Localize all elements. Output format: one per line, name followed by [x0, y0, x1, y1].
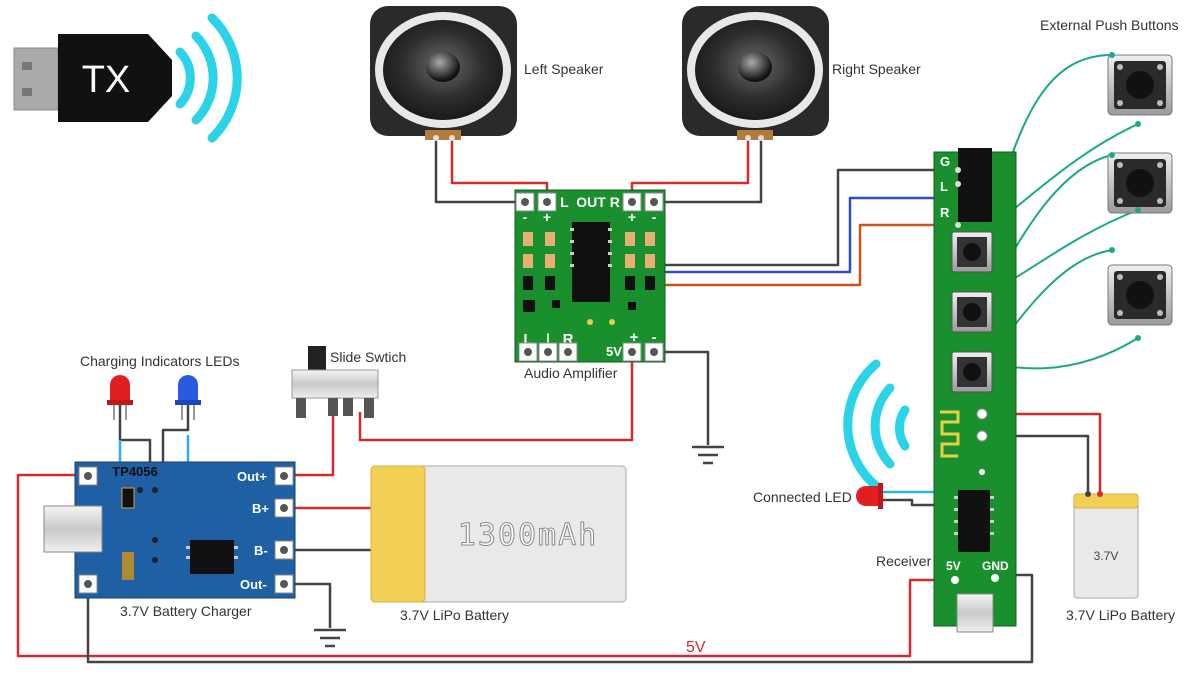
- svg-text:+: +: [628, 209, 636, 225]
- svg-text:+: +: [630, 329, 639, 346]
- battery-capacity: 1300mAh: [458, 518, 598, 553]
- led-icon: [107, 375, 133, 420]
- audio-amplifier-label: Audio Amplifier: [524, 365, 618, 381]
- push-button-icon: [1107, 152, 1173, 214]
- lipo-battery-1-label: 3.7V LiPo Battery: [400, 607, 509, 623]
- wire-left-speaker-minus: [434, 138, 525, 204]
- svg-text:Out+: Out+: [237, 469, 267, 484]
- wire-rx-bat-plus: [982, 412, 1102, 494]
- lipo-battery-icon: 3.7V: [1073, 491, 1139, 599]
- wire-right-speaker-minus: [654, 138, 763, 204]
- svg-text:G: G: [940, 154, 950, 169]
- speaker-icon: [426, 52, 460, 82]
- left-speaker: [370, 6, 517, 141]
- push-button-icon: [1107, 54, 1173, 116]
- wire-switch-out-plus: [284, 412, 335, 477]
- slide-switch-icon: [291, 346, 379, 418]
- svg-text:Out-: Out-: [240, 577, 267, 592]
- receiver-board: G L R 5V GND: [933, 148, 1017, 633]
- svg-text:TP4056: TP4056: [112, 464, 158, 479]
- ground-symbol-icon: [692, 445, 724, 465]
- led-icon: [856, 483, 883, 509]
- wifi-signal-icon: [843, 359, 910, 491]
- audio-amplifier-board: L OUT R - + + - L ⊥ R + -: [514, 189, 666, 363]
- svg-text:-: -: [652, 329, 657, 346]
- svg-text:R: R: [563, 331, 574, 348]
- svg-text:+: +: [543, 209, 551, 225]
- wire-gnd-supply: [86, 573, 1034, 664]
- amp-out-label: L OUT R: [560, 194, 620, 210]
- speaker-icon: [738, 52, 772, 82]
- wire-conn-led-b: [880, 498, 940, 507]
- svg-text:L: L: [523, 331, 532, 348]
- led-icon: [175, 375, 201, 420]
- tx-dongle: TX: [13, 34, 172, 122]
- receiver-label: Receiver: [876, 553, 932, 569]
- battery-charger-label: 3.7V Battery Charger: [120, 603, 252, 619]
- push-button-icon: [951, 291, 993, 333]
- wifi-signal-icon: [175, 13, 242, 143]
- svg-text:-: -: [652, 209, 657, 225]
- right-speaker: [682, 6, 829, 141]
- svg-text:-: -: [523, 209, 528, 225]
- wire-led-blue: [161, 402, 190, 480]
- wire-amp-gnd: [656, 350, 710, 445]
- svg-text:5V: 5V: [946, 559, 961, 573]
- svg-text:B-: B-: [254, 543, 268, 558]
- svg-text:5V: 5V: [606, 344, 622, 359]
- battery-charger-board: TP4056 Out+ B+ B- Out-: [43, 461, 296, 599]
- wire-rx-bat-minus: [982, 434, 1090, 494]
- wire-led-red: [118, 402, 152, 480]
- charging-leds-label: Charging Indicators LEDs: [80, 353, 240, 369]
- ground-symbol-icon: [314, 628, 346, 648]
- svg-text:L: L: [940, 179, 948, 194]
- wire-amp-5v: [358, 352, 634, 442]
- external-buttons-label: External Push Buttons: [1040, 17, 1179, 33]
- usb-tx-dongle-icon: [13, 47, 59, 111]
- tx-label: TX: [82, 59, 131, 101]
- wire-5v-supply: [16, 473, 955, 658]
- svg-text:3.7V: 3.7V: [1094, 549, 1119, 563]
- connected-led-label: Connected LED: [753, 489, 852, 505]
- push-button-icon: [951, 231, 993, 273]
- svg-text:B+: B+: [252, 501, 269, 516]
- lipo-battery-icon: 1300mAh: [370, 465, 627, 603]
- slide-switch-label: Slide Swtich: [330, 349, 406, 365]
- lipo-battery-2-label: 3.7V LiPo Battery: [1066, 607, 1175, 623]
- svg-text:GND: GND: [982, 559, 1009, 573]
- push-button-icon: [1107, 264, 1173, 326]
- wire-out-minus-gnd: [284, 582, 332, 628]
- push-button-icon: [951, 351, 993, 393]
- left-speaker-label: Left Speaker: [524, 61, 604, 77]
- supply-5v-label: 5V: [686, 639, 706, 656]
- right-speaker-label: Right Speaker: [832, 61, 921, 77]
- svg-text:R: R: [940, 205, 950, 220]
